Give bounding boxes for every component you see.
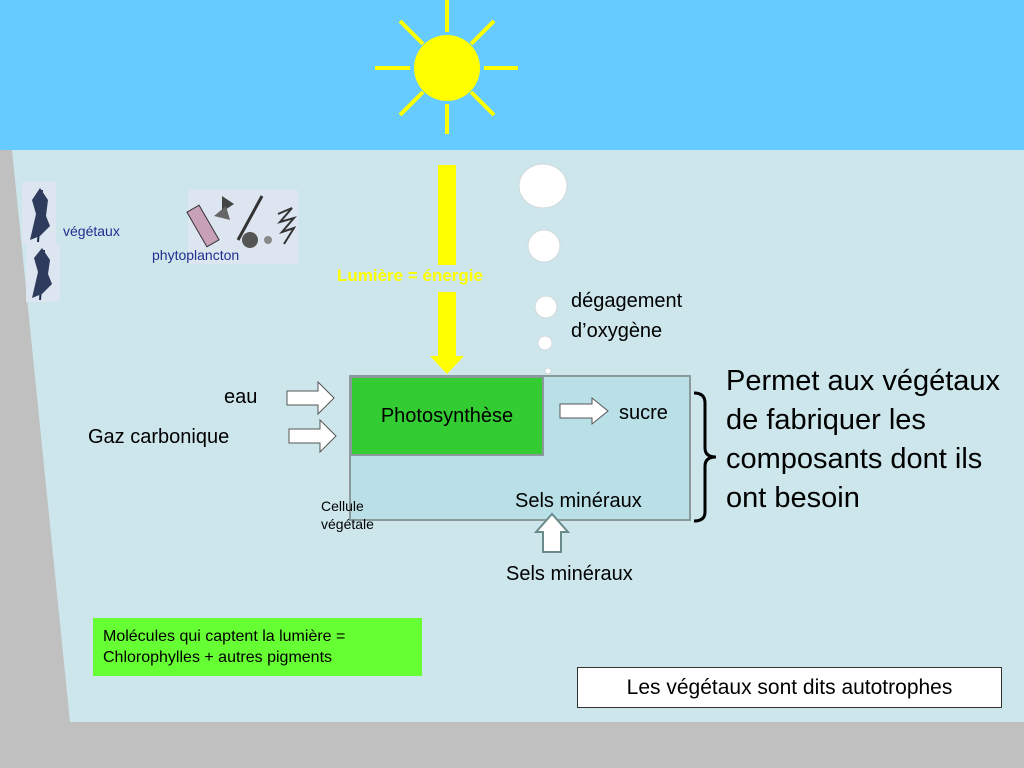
photosynthesis-box: Photosynthèse <box>350 376 544 456</box>
light-arrow-icon <box>430 165 464 374</box>
phytoplankton-label: phytoplancton <box>152 247 240 263</box>
pigments-line-2: Chlorophylles + autres pigments <box>103 649 333 666</box>
oxygen-line-2: d’oxygène <box>571 320 663 342</box>
autotroph-conclusion-box: Les végétaux sont dits autotrophes <box>577 667 1002 708</box>
seaweed-icon <box>22 182 60 302</box>
vegetaux-label: végétaux <box>63 223 120 239</box>
photosynthesis-label: Photosynthèse <box>380 404 514 427</box>
co2-arrow-icon <box>288 418 337 454</box>
light-energy-label: Lumière = énergie <box>337 266 483 285</box>
internal-minerals-label: Sels minéraux <box>515 490 642 512</box>
minerals-up-arrow-icon <box>533 512 571 553</box>
sun-icon <box>375 0 518 134</box>
oxygen-release-label: dégagement d’oxygène <box>571 286 682 346</box>
sugar-label: sucre <box>619 402 668 424</box>
pigments-line-1: Molécules qui captent la lumière = <box>103 628 346 645</box>
curly-brace-icon <box>693 391 717 523</box>
sugar-arrow-icon <box>559 396 609 426</box>
phytoplankton-icon <box>186 190 298 264</box>
autotroph-conclusion-text: Les végétaux sont dits autotrophes <box>626 675 953 699</box>
water-arrow-icon <box>286 380 335 416</box>
oxygen-line-1: dégagement <box>571 290 683 312</box>
external-minerals-label: Sels minéraux <box>506 563 633 585</box>
cell-label-line-2: végétale <box>321 516 374 532</box>
sky <box>0 0 1024 150</box>
pigments-box: Molécules qui captent la lumière = Chlor… <box>93 618 422 676</box>
oxygen-bubbles-icon <box>518 163 568 375</box>
cell-label-line-1: Cellule <box>321 498 364 514</box>
plant-cell-label: Cellule végétale <box>321 497 374 533</box>
explanation-text: Permet aux végétaux de fabriquer les com… <box>726 365 1001 514</box>
co2-input-label: Gaz carbonique <box>88 426 230 448</box>
water-input-label: eau <box>224 386 258 408</box>
